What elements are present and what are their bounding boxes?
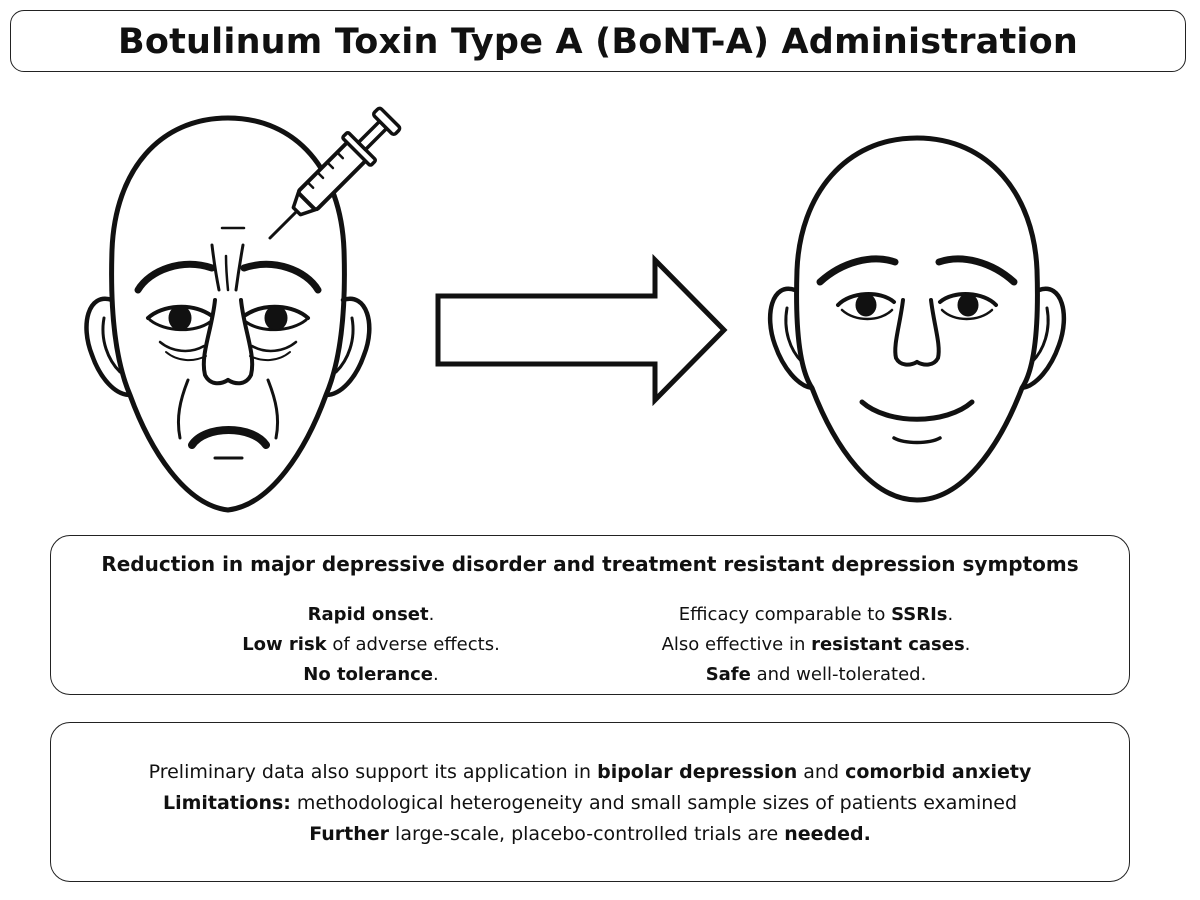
- note-keyword: bipolar depression: [597, 761, 798, 783]
- notes-box: Preliminary data also support its applic…: [50, 722, 1130, 882]
- note-line: Further large-scale, placebo-controlled …: [51, 819, 1129, 850]
- note-text: large-scale, placebo-controlled trials a…: [389, 823, 785, 845]
- benefits-left-column: Rapid onset. Low risk of adverse effects…: [121, 600, 621, 690]
- benefit-text: and well-tolerated.: [750, 664, 927, 685]
- sad-face-icon: [84, 115, 372, 513]
- note-keyword: needed.: [784, 823, 871, 845]
- benefit-keyword: Low risk: [242, 634, 327, 655]
- benefit-keyword: SSRIs: [891, 604, 948, 625]
- benefit-keyword: resistant cases: [811, 634, 965, 655]
- benefit-text: .: [964, 634, 971, 655]
- happy-face-icon: [767, 135, 1067, 503]
- benefit-keyword: Safe: [705, 664, 751, 685]
- benefit-text: Also effective in: [661, 634, 812, 655]
- page-title: Botulinum Toxin Type A (BoNT-A) Administ…: [118, 22, 1078, 62]
- note-text: Preliminary data also support its applic…: [148, 761, 598, 783]
- benefits-heading: Reduction in major depressive disorder a…: [101, 552, 1079, 576]
- note-line: Limitations: methodological heterogeneit…: [51, 788, 1129, 819]
- benefit-item: No tolerance.: [121, 660, 621, 690]
- benefit-item: Also effective in resistant cases.: [566, 630, 1066, 660]
- benefit-item: Rapid onset.: [121, 600, 621, 630]
- benefit-text: .: [433, 664, 439, 685]
- benefit-text: .: [428, 604, 435, 625]
- title-box: Botulinum Toxin Type A (BoNT-A) Administ…: [10, 10, 1186, 72]
- note-keyword: comorbid anxiety: [845, 761, 1032, 783]
- note-line: Preliminary data also support its applic…: [51, 757, 1129, 788]
- benefit-keyword: No tolerance: [303, 664, 434, 685]
- notes-text: Preliminary data also support its applic…: [51, 757, 1129, 850]
- note-keyword: Further: [309, 823, 389, 845]
- note-text: methodological heterogeneity and small s…: [290, 792, 1018, 814]
- benefit-text: Efficacy comparable to: [678, 604, 892, 625]
- benefits-right-column: Efficacy comparable to SSRIs. Also effec…: [566, 600, 1066, 690]
- note-text: and: [797, 761, 846, 783]
- benefit-item: Efficacy comparable to SSRIs.: [566, 600, 1066, 630]
- benefit-text: of adverse effects.: [326, 634, 500, 655]
- illustration: [84, 106, 1067, 513]
- benefit-text: .: [947, 604, 954, 625]
- benefit-keyword: Rapid onset: [307, 604, 429, 625]
- benefit-item: Low risk of adverse effects.: [121, 630, 621, 660]
- syringe-icon: [268, 106, 402, 240]
- benefit-item: Safe and well-tolerated.: [566, 660, 1066, 690]
- note-keyword: Limitations:: [162, 792, 291, 814]
- right-arrow-icon: [435, 253, 728, 407]
- benefits-box: Reduction in major depressive disorder a…: [50, 535, 1130, 695]
